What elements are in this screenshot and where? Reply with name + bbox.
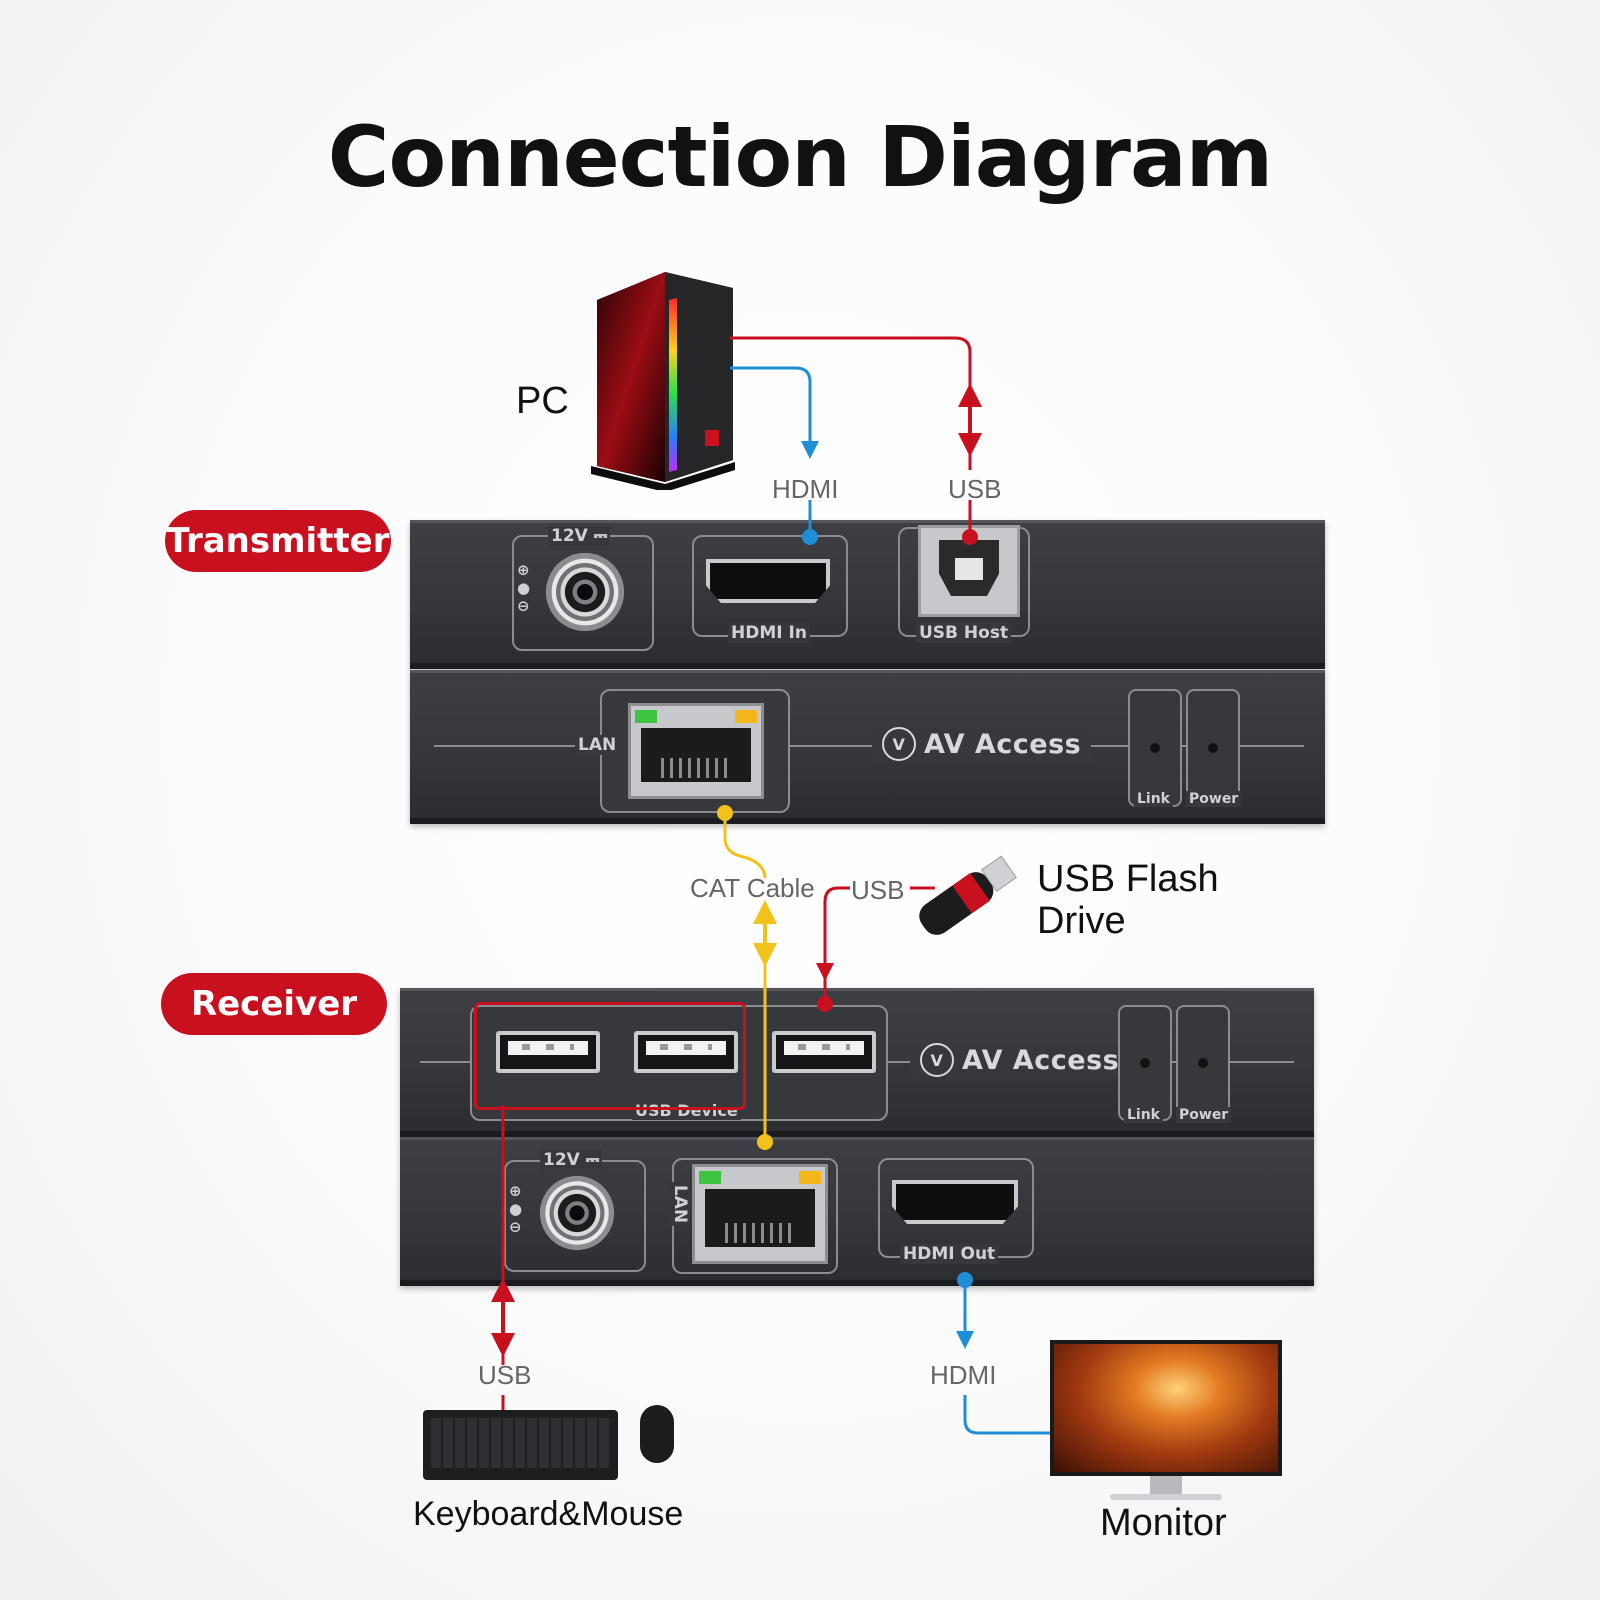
usb-flash-drive-label: USB Flash Drive [1037, 858, 1219, 942]
rx-usb-device-port-3[interactable] [772, 1031, 876, 1073]
tx-brand-text: AV Access [924, 728, 1082, 760]
rx-brand-logo: V AV Access [910, 1043, 1130, 1077]
diagram-title: Connection Diagram [327, 108, 1273, 206]
keyboard-icon [423, 1410, 618, 1480]
receiver-badge: Receiver [161, 973, 387, 1035]
monitor-icon [1050, 1340, 1282, 1505]
transmitter-back-panel: LAN V AV Access Link Power [410, 670, 1325, 824]
monitor-label: Monitor [1100, 1502, 1227, 1544]
hdmi-label-monitor: HDMI [930, 1360, 997, 1390]
rx-link-label: Link [1124, 1107, 1163, 1123]
tx-hdmi-in-port[interactable] [706, 559, 830, 603]
tx-usb-host-label: USB Host [916, 623, 1012, 643]
tx-brand-logo: V AV Access [872, 727, 1092, 761]
rx-power-indicator [1176, 1005, 1230, 1121]
receiver-front-panel: USB Device V AV Access Link Power [400, 988, 1314, 1137]
tx-power-jack[interactable] [546, 553, 624, 631]
av-access-logo-icon-rx: V [920, 1043, 954, 1077]
pc-tower-icon [585, 270, 735, 490]
usb-flash-label-line1: USB Flash [1037, 858, 1219, 900]
av-access-logo-icon: V [882, 727, 916, 761]
tx-lan-port[interactable] [628, 703, 764, 799]
rx-lan-port[interactable] [692, 1164, 828, 1264]
tx-power-indicator [1186, 689, 1240, 807]
tx-usb-host-port[interactable] [918, 525, 1020, 617]
transmitter-badge: Transmitter [165, 510, 391, 572]
hdmi-label-top: HDMI [772, 474, 839, 504]
usb-flash-drive-icon [905, 840, 1025, 950]
usb-flash-label-line2: Drive [1037, 900, 1126, 942]
tx-link-label: Link [1134, 791, 1173, 807]
tx-power-ind-label: Power [1186, 791, 1242, 807]
tx-polarity-icon: ⊕●⊖ [517, 561, 531, 615]
transmitter-front-panel: 12V ⎓ ⊕●⊖ HDMI In USB Host [410, 520, 1325, 669]
rx-usb-device-label: USB Device [632, 1101, 741, 1120]
rx-hdmi-out-port[interactable] [892, 1180, 1018, 1224]
rx-polarity-icon: ⊕●⊖ [509, 1182, 523, 1236]
usb-cable-pc-tx [730, 336, 972, 470]
keyboard-mouse-label: Keyboard&Mouse [413, 1495, 684, 1533]
tx-hdmi-in-label: HDMI In [728, 623, 810, 643]
tx-lan-label: LAN [575, 735, 620, 755]
tx-link-indicator [1128, 689, 1182, 807]
rx-link-indicator [1118, 1005, 1172, 1121]
rx-usb-device-port-2[interactable] [634, 1031, 738, 1073]
usb-device-highlight-box [474, 1002, 746, 1110]
rx-brand-text: AV Access [962, 1044, 1120, 1076]
rx-lan-label: LAN [670, 1181, 691, 1227]
receiver-back-panel: 12V ⎓ ⊕●⊖ LAN HDMI Out [400, 1137, 1314, 1286]
rx-hdmi-out-label: HDMI Out [900, 1244, 999, 1264]
usb-label-keyboard: USB [478, 1360, 532, 1390]
usb-label-top: USB [948, 474, 1002, 504]
rx-power-jack[interactable] [540, 1176, 614, 1250]
rx-power-ind-label: Power [1176, 1107, 1232, 1123]
tx-power-label: 12V ⎓ [548, 526, 611, 546]
mouse-icon [640, 1405, 674, 1463]
rx-usb-device-port-1[interactable] [496, 1031, 600, 1073]
usb-label-flash: USB [851, 875, 905, 905]
rx-power-label: 12V ⎓ [540, 1150, 603, 1170]
cat-cable-label: CAT Cable [690, 873, 815, 903]
pc-label: PC [516, 380, 569, 422]
hdmi-cable-pc-tx [730, 366, 819, 459]
